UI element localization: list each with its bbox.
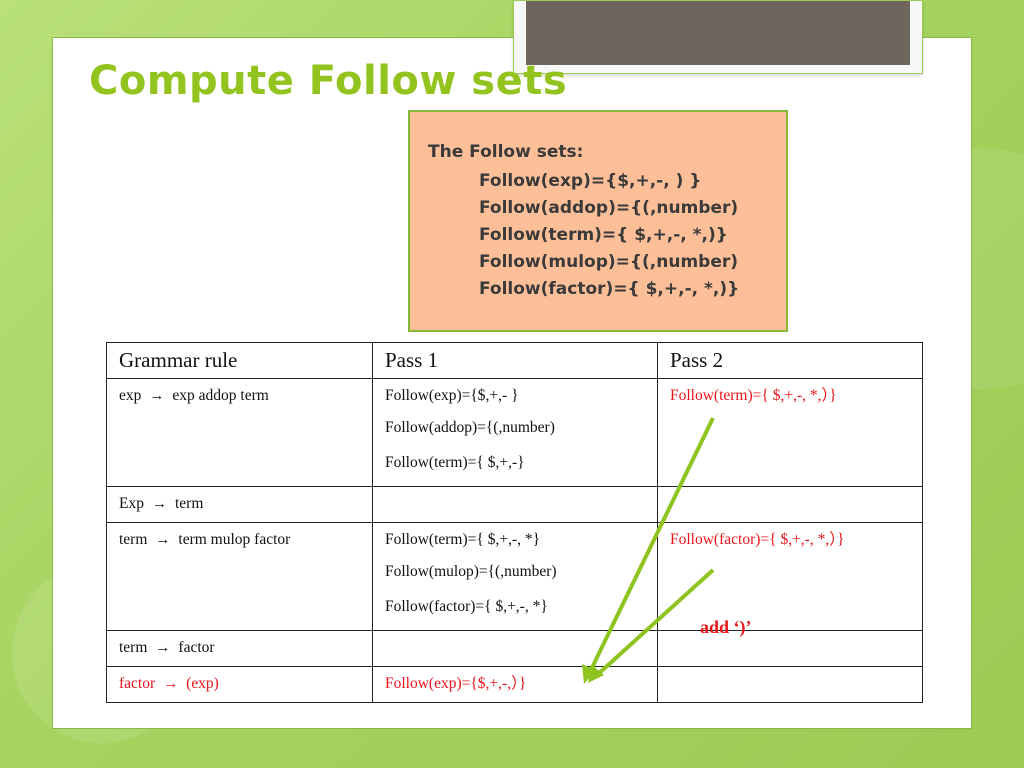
pass-1-cell (372, 630, 658, 667)
grammar-rule-cell: exp → exp addop term (106, 378, 373, 487)
pass-1-cell: Follow(exp)={$,+,-,）} (372, 666, 658, 703)
pass-1-cell (372, 486, 658, 523)
follow-set-entry: Follow(term)={ $,+,-, *} (385, 531, 541, 548)
grammar-rule: term → factor (119, 639, 360, 657)
add-paren-annotation: add ‘)’ (700, 617, 752, 637)
grammar-rule: factor → (exp) (119, 675, 360, 693)
rule-lhs: exp (119, 387, 142, 404)
grammar-rule-cell: factor → (exp) (106, 666, 373, 703)
follow-sets-table: Grammar rule Pass 1 Pass 2 exp → exp addop… (106, 342, 923, 703)
table-row: Exp → term (106, 486, 923, 523)
right-arrow-icon: → (155, 532, 171, 548)
rule-lhs: factor (119, 675, 156, 692)
grammar-rule: term → term mulop factor (119, 531, 360, 549)
follow-set-entry: Follow(exp)={$,+,- } (385, 387, 519, 404)
follow-set-entry: Follow(mulop)={(,number) (385, 563, 557, 580)
callout-heading: The Follow sets: (428, 142, 584, 162)
pass-1-cell: Follow(term)={ $,+,-, *} Follow(mulop)={(… (372, 522, 658, 631)
pass-2-cell (657, 666, 923, 703)
grammar-rule-cell: term → term mulop factor (106, 522, 373, 631)
callout-lines: Follow(exp)={$,+,-, ) } Follow(addop)={(… (479, 168, 739, 303)
follow-set-entry: Follow(factor)={ $,+,-, *} (385, 598, 548, 615)
rule-rhs: exp addop term (172, 387, 269, 404)
right-arrow-icon: → (151, 496, 167, 512)
rule-lhs: term (119, 531, 148, 548)
rule-lhs: term (119, 639, 148, 656)
right-arrow-icon: → (149, 388, 165, 404)
pass-1-cell: Follow(exp)={$,+,- } Follow(addop)={(,num… (372, 378, 658, 487)
follow-set-entry: Follow(term)={ $,+,-, *,）} (670, 387, 837, 404)
follow-set-entry: Follow(exp)={$,+,-,）} (385, 675, 527, 692)
header-pass-1: Pass 1 (372, 342, 658, 379)
grammar-rule: Exp → term (119, 495, 360, 513)
rule-rhs: factor (178, 639, 215, 656)
follow-set-entry: Follow(term)={ $,+,-} (385, 454, 525, 471)
slide-title: Compute Follow sets (89, 58, 568, 104)
callout-line: Follow(factor)={ $,+,-, *,)} (479, 279, 740, 299)
header-photo (526, 1, 910, 65)
pass-2-cell: Follow(term)={ $,+,-, *,）} (657, 378, 923, 487)
grammar-rule-cell: Exp → term (106, 486, 373, 523)
callout-line: Follow(mulop)={(,number) (479, 252, 739, 272)
pass-2-cell: Follow(factor)={ $,+,-, *,）} (657, 522, 923, 631)
callout-line: Follow(addop)={(,number) (479, 198, 739, 218)
table-header-row: Grammar rule Pass 1 Pass 2 (106, 342, 923, 379)
grammar-rule: exp → exp addop term (119, 387, 360, 405)
rule-rhs: term mulop factor (178, 531, 291, 548)
header-pass-2: Pass 2 (657, 342, 923, 379)
rule-lhs: Exp (119, 495, 144, 512)
right-arrow-icon: → (163, 676, 179, 692)
table-row: term → term mulop factor Follow(term)={ $,+… (106, 522, 923, 631)
follow-set-entry: Follow(factor)={ $,+,-, *,）} (670, 531, 845, 548)
callout-line: Follow(exp)={$,+,-, ) } (479, 171, 702, 191)
callout-line: Follow(term)={ $,+,-, *,)} (479, 225, 728, 245)
follow-sets-callout: The Follow sets: Follow(exp)={$,+,-, ) }… (408, 110, 788, 332)
follow-set-entry: Follow(addop)={(,number) (385, 419, 555, 436)
header-grammar-rule: Grammar rule (106, 342, 373, 379)
table-row: term → factor (106, 630, 923, 667)
pass-2-cell (657, 630, 923, 667)
right-arrow-icon: → (155, 640, 171, 656)
rule-rhs: term (174, 495, 204, 512)
table-row: factor → (exp) Follow(exp)={$,+,-,）} (106, 666, 923, 703)
header-photo-frame (513, 0, 923, 74)
grammar-rule-cell: term → factor (106, 630, 373, 667)
pass-2-cell (657, 486, 923, 523)
rule-rhs: (exp) (186, 675, 219, 692)
